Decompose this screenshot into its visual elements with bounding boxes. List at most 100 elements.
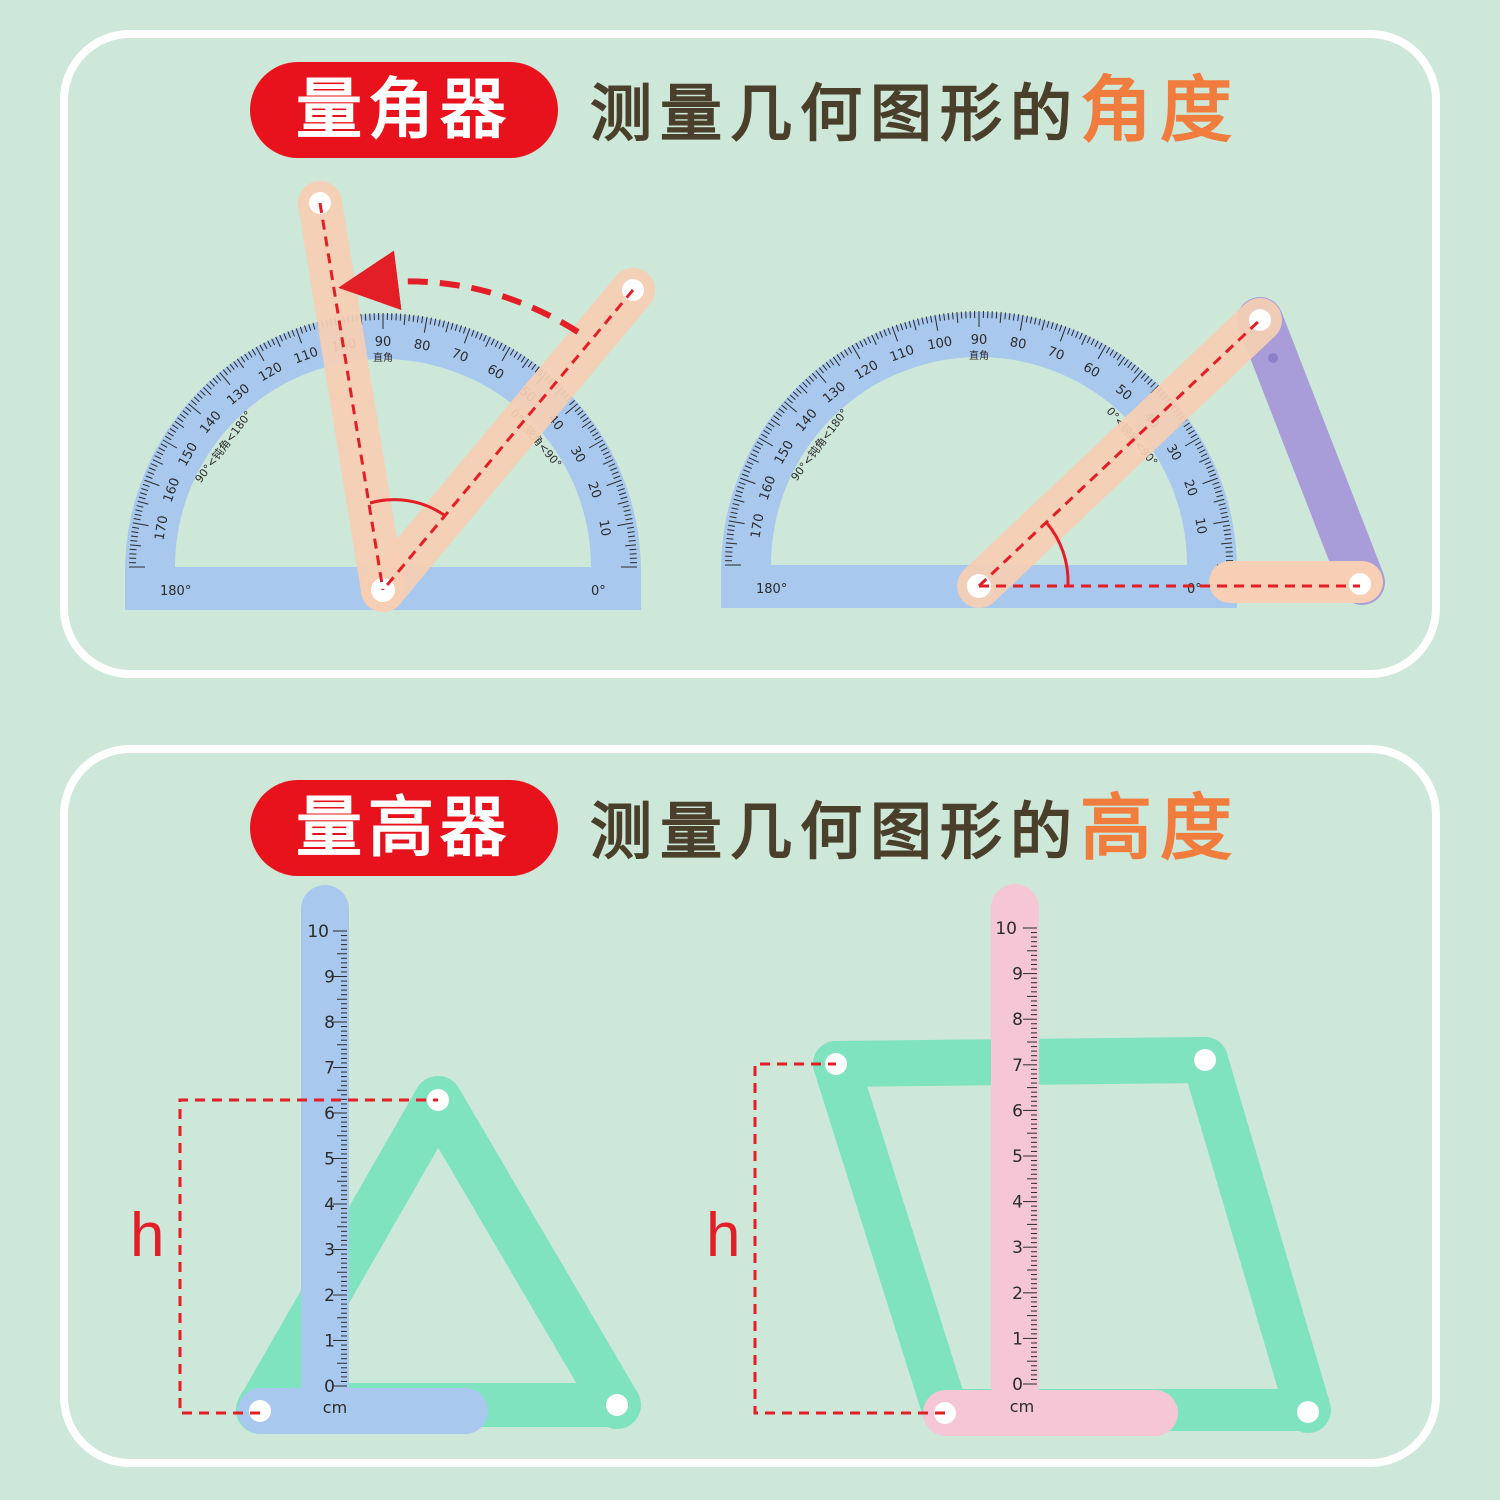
protractor-tick — [825, 361, 831, 369]
protractor-tick — [815, 370, 827, 384]
protractor-tick — [808, 375, 815, 382]
protractor-tick — [733, 498, 745, 503]
protractor-tick — [263, 342, 268, 350]
protractor-tick — [416, 315, 419, 323]
protractor-tick — [136, 505, 144, 508]
ruler-label: 4 — [324, 1195, 335, 1215]
protractor-tick — [947, 312, 950, 320]
protractor-tick — [165, 435, 172, 441]
protractor-tick — [509, 349, 515, 356]
protractor-tick — [150, 463, 158, 467]
protractor-tick — [185, 406, 192, 412]
protractor-tick — [1131, 370, 1143, 384]
protractor-tick — [792, 391, 799, 397]
ruler-label: 4 — [1012, 1193, 1023, 1213]
protractor-tick — [744, 465, 752, 469]
protractor-tick — [799, 385, 808, 394]
protractor-tick — [582, 417, 589, 423]
protractor-tick — [139, 492, 147, 496]
protractor-tick — [229, 363, 235, 371]
protractor-tick — [1222, 524, 1230, 527]
angle-panel — [60, 30, 1440, 678]
protractor-tick — [622, 505, 630, 508]
pivot-icon — [249, 1400, 271, 1422]
protractor-tick — [741, 473, 749, 477]
protractor-tick — [748, 457, 759, 463]
protractor-tick — [134, 513, 142, 517]
protractor-tick — [579, 413, 587, 419]
angle-headline-prefix: 测量几何图形的 — [590, 77, 1081, 150]
protractor-tick — [589, 428, 597, 433]
pivot-icon — [1194, 1049, 1216, 1071]
protractor-tick — [1224, 537, 1232, 540]
blue-ruler-unit: cm — [323, 1398, 347, 1417]
protractor-tick — [279, 334, 283, 342]
protractor-tick — [784, 401, 798, 413]
protractor-tick — [450, 322, 454, 330]
protractor-tick — [247, 351, 253, 358]
protractor-tick — [130, 535, 138, 538]
ruler-label: 10 — [307, 922, 329, 942]
protractor-tick — [938, 314, 941, 322]
ruler-label: 2 — [1012, 1284, 1023, 1304]
protractor-tick — [1134, 367, 1140, 374]
protractor-tick — [251, 349, 257, 356]
protractor-tick — [1086, 336, 1091, 344]
protractor-tick — [1059, 326, 1067, 342]
protractor-tick — [1218, 503, 1226, 506]
protractor-tick — [1212, 481, 1220, 486]
protractor-tick — [871, 334, 877, 345]
protractor-tick — [137, 500, 149, 505]
protractor-tick — [236, 358, 245, 369]
protractor-tick — [308, 323, 312, 331]
protractor-tick — [604, 455, 612, 460]
purple-arm[interactable] — [1237, 297, 1385, 605]
protractor-tick — [564, 403, 578, 415]
ruler-label: 8 — [1012, 1010, 1023, 1030]
protractor-tick — [855, 342, 860, 350]
protractor-tick — [925, 316, 929, 324]
protractor-tick — [625, 544, 637, 547]
protractor-tick — [731, 507, 739, 510]
protractor-tick — [475, 331, 479, 339]
protractor-tick — [521, 358, 530, 369]
protractor-tick — [156, 451, 164, 456]
protractor-tick — [167, 431, 174, 437]
protractor-tick — [219, 372, 231, 386]
protractor-tick — [726, 537, 734, 540]
protractor-label: 60 — [484, 362, 506, 383]
protractor-180-label: 180° — [756, 582, 787, 597]
protractor-label: 20 — [1180, 478, 1200, 499]
protractor-label: 80 — [1009, 335, 1028, 353]
protractor-tick — [291, 329, 295, 337]
protractor-tick — [501, 346, 511, 362]
protractor-label: 170 — [748, 512, 767, 539]
protractor-tick — [951, 312, 954, 320]
protractor-tick — [728, 520, 745, 525]
ruler-label: 3 — [1012, 1238, 1023, 1258]
protractor-tick — [737, 486, 745, 490]
protractor-tick — [520, 356, 526, 363]
protractor-tick — [843, 349, 849, 356]
ruler-label: 3 — [324, 1241, 335, 1261]
protractor-label: 100 — [926, 334, 953, 353]
protractor-tick — [786, 397, 793, 404]
protractor-tick — [148, 467, 156, 471]
protractor-tick — [132, 522, 149, 527]
protractor-tick — [789, 394, 796, 401]
ruler-label: 10 — [995, 919, 1017, 939]
protractor-label: 170 — [152, 514, 171, 541]
protractor-tick — [1209, 473, 1217, 477]
protractor-tick — [1067, 327, 1071, 335]
mint-parallelogram[interactable] — [813, 1037, 1331, 1433]
protractor-tick — [619, 492, 627, 496]
protractor-tick — [781, 404, 788, 410]
protractor-tick — [626, 526, 634, 529]
protractor-tick — [574, 406, 581, 412]
protractor-tick — [154, 455, 162, 460]
